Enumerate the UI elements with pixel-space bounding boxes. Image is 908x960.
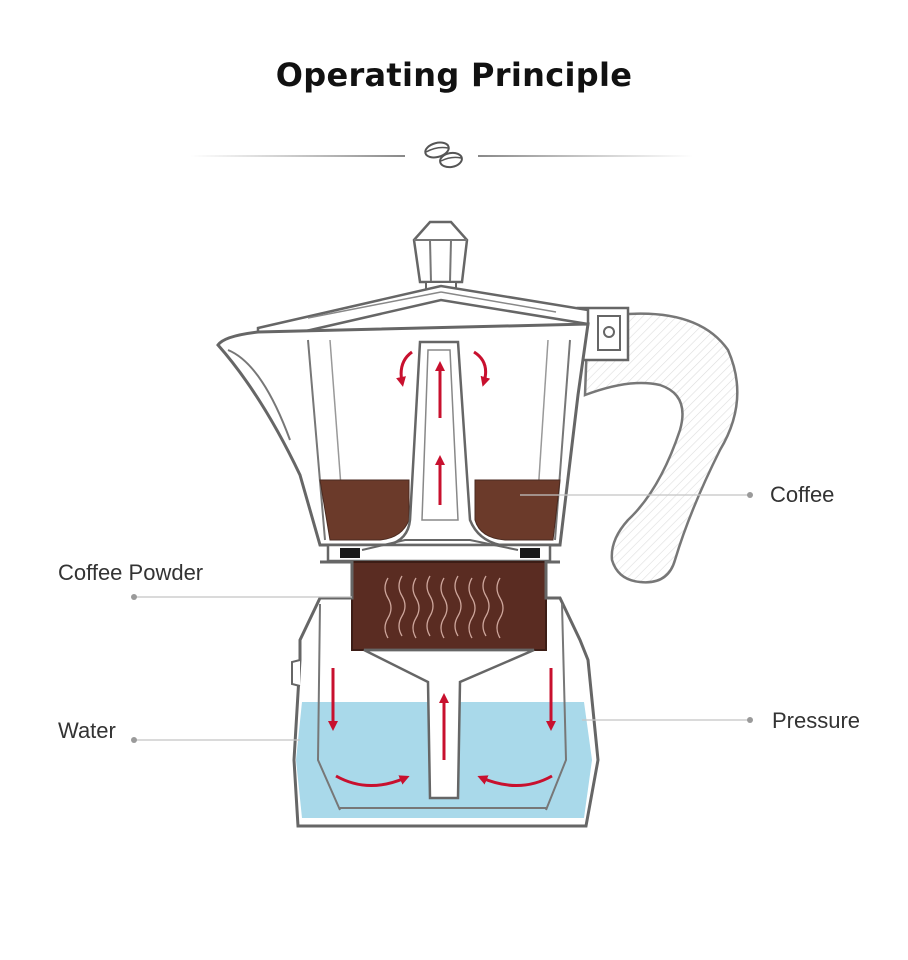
coffee-powder-basket [351, 561, 547, 651]
arrow-bottom-left [335, 774, 410, 788]
lower-chamber [292, 560, 600, 828]
arrow-curl-left [396, 350, 413, 387]
lid-knob [412, 220, 469, 293]
coffee-beans-icon [424, 141, 463, 169]
handle [583, 312, 739, 584]
leader-dots [131, 492, 753, 743]
flow-arrows [328, 350, 556, 788]
title-divider [190, 141, 693, 169]
arrow-curl-right [473, 350, 491, 387]
label-pressure: Pressure [772, 708, 861, 733]
label-water: Water [58, 718, 116, 743]
leader-lines [136, 494, 748, 741]
page-title: Operating Principle [275, 56, 633, 94]
label-coffee-powder: Coffee Powder [58, 560, 204, 585]
arrow-bottom-right [477, 774, 553, 788]
label-coffee: Coffee [770, 482, 835, 507]
